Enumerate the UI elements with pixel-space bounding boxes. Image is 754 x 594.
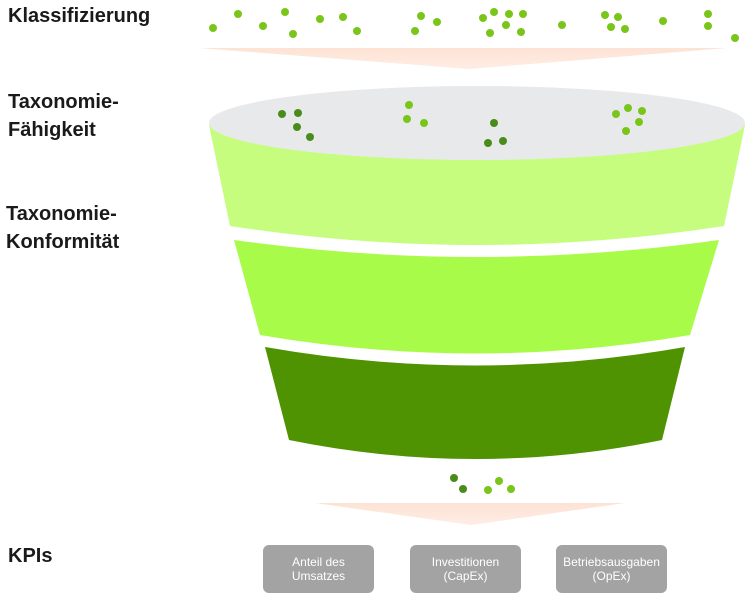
- label-taxonomie-faehigkeit: Taxonomie- Fähigkeit: [8, 88, 119, 144]
- dot: [601, 11, 609, 19]
- label-konformitaet-line2: Konformität: [6, 231, 120, 253]
- dot: [505, 10, 513, 18]
- kpi-box-opex: Betriebsausgaben (OpEx): [556, 545, 667, 593]
- dot: [294, 109, 302, 117]
- dot: [306, 133, 314, 141]
- dot: [486, 29, 494, 37]
- dot: [622, 127, 630, 135]
- dot: [612, 110, 620, 118]
- label-konformitaet-line1: Taxonomie-: [6, 203, 117, 225]
- label-faehigkeit-line1: Taxonomie-: [8, 91, 119, 113]
- dot: [490, 8, 498, 16]
- dot: [339, 13, 347, 21]
- dot: [507, 485, 515, 493]
- dot: [405, 101, 413, 109]
- dot: [450, 474, 458, 482]
- dot: [316, 15, 324, 23]
- dot: [281, 8, 289, 16]
- dot: [353, 27, 361, 35]
- dot: [517, 28, 525, 36]
- funnel-band-mid: [234, 240, 719, 354]
- dot: [411, 27, 419, 35]
- dot: [459, 485, 467, 493]
- dot: [621, 25, 629, 33]
- dot: [234, 10, 242, 18]
- dot: [484, 486, 492, 494]
- dot: [704, 10, 712, 18]
- dot: [278, 110, 286, 118]
- dot: [420, 119, 428, 127]
- dot: [638, 107, 646, 115]
- kpi-box-umsatz: Anteil des Umsatzes: [263, 545, 374, 593]
- dot: [659, 17, 667, 25]
- dot: [704, 22, 712, 30]
- dot: [289, 30, 297, 38]
- dot: [490, 119, 498, 127]
- dots-group: [209, 8, 739, 494]
- dot: [558, 21, 566, 29]
- funnel-band-dark: [265, 347, 685, 459]
- dot: [731, 34, 739, 42]
- dot: [607, 23, 615, 31]
- dot: [502, 21, 510, 29]
- dot: [403, 115, 411, 123]
- dot: [479, 14, 487, 22]
- dot: [614, 13, 622, 21]
- kpi-box-capex: Investitionen (CapEx): [410, 545, 521, 593]
- dot: [495, 477, 503, 485]
- label-klassifizierung: Klassifizierung: [8, 5, 151, 27]
- dot: [624, 104, 632, 112]
- dot: [259, 22, 267, 30]
- arrow-top: [199, 48, 727, 69]
- label-taxonomie-konformitaet: Taxonomie- Konformität: [6, 200, 119, 256]
- dot: [209, 24, 217, 32]
- dot: [293, 123, 301, 131]
- dot: [417, 12, 425, 20]
- dot: [433, 18, 441, 26]
- arrow-bottom: [315, 503, 625, 525]
- label-faehigkeit-line2: Fähigkeit: [8, 119, 96, 141]
- label-kpis: KPIs: [8, 545, 53, 567]
- dot: [499, 137, 507, 145]
- dot: [635, 118, 643, 126]
- dot: [484, 139, 492, 147]
- funnel-top-ellipse: [209, 86, 745, 160]
- dot: [519, 10, 527, 18]
